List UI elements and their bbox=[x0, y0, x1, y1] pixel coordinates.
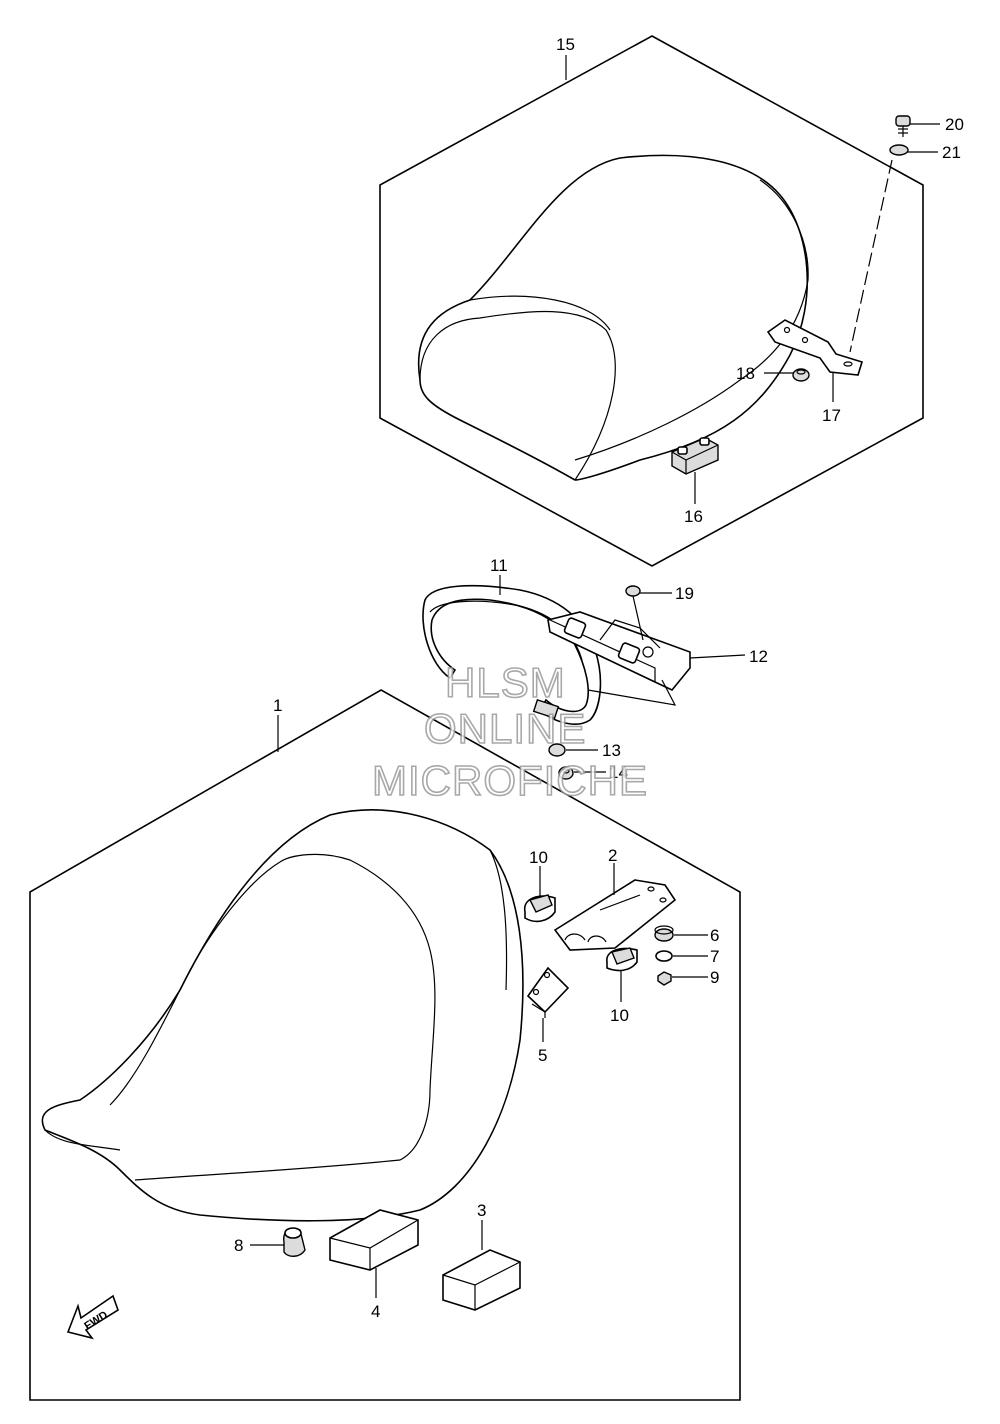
plate-2 bbox=[553, 879, 677, 951]
callout-10-upper: 10 bbox=[529, 848, 548, 867]
watermark: HLSM ONLINE MICROFICHE bbox=[371, 658, 648, 805]
rear-seat bbox=[417, 154, 809, 481]
block-4 bbox=[329, 1209, 419, 1271]
rubber-16 bbox=[671, 437, 719, 475]
callout-2: 2 bbox=[608, 846, 617, 865]
callout-7: 7 bbox=[710, 947, 719, 966]
callout-13: 13 bbox=[602, 741, 621, 760]
rubber-5 bbox=[526, 966, 570, 1018]
bracket-12 bbox=[547, 611, 691, 691]
rear-seat-group-outline bbox=[379, 35, 924, 567]
callout-4: 4 bbox=[371, 1302, 380, 1321]
washer-21 bbox=[889, 144, 909, 156]
leader-lines bbox=[250, 55, 940, 1298]
callout-3: 3 bbox=[477, 1201, 486, 1220]
clip-10-lower bbox=[606, 947, 638, 972]
callout-12: 12 bbox=[749, 647, 768, 666]
cushion-8 bbox=[283, 1227, 306, 1257]
clip-10-upper bbox=[524, 894, 556, 923]
callout-9: 9 bbox=[710, 968, 719, 987]
callout-20: 20 bbox=[945, 115, 964, 134]
bracket-17 bbox=[766, 319, 863, 376]
washer-7 bbox=[655, 950, 673, 962]
washer-13 bbox=[548, 743, 566, 757]
fwd-arrow: FWD bbox=[66, 1294, 119, 1340]
callout-15: 15 bbox=[556, 35, 575, 54]
front-seat bbox=[41, 809, 524, 1222]
callout-14: 14 bbox=[609, 763, 628, 782]
nut-18 bbox=[792, 368, 810, 382]
callout-5: 5 bbox=[538, 1046, 547, 1065]
callout-1: 1 bbox=[273, 696, 282, 715]
callout-labels: 15 20 21 18 17 16 11 19 12 13 14 1 10 2 … bbox=[234, 35, 964, 1321]
watermark-line-2: ONLINE bbox=[424, 705, 586, 752]
spacer-6 bbox=[654, 925, 674, 942]
front-seat-group-outline bbox=[29, 689, 741, 1401]
leader-dash-21-17 bbox=[849, 159, 893, 353]
strap-bracket-guide bbox=[587, 679, 677, 706]
block-3 bbox=[442, 1249, 521, 1311]
watermark-line-3: MICROFICHE bbox=[372, 757, 648, 804]
callout-8: 8 bbox=[234, 1236, 243, 1255]
callout-6: 6 bbox=[710, 926, 719, 945]
screw-19 bbox=[625, 585, 644, 641]
nut-14 bbox=[558, 766, 574, 780]
callout-19: 19 bbox=[675, 584, 694, 603]
callout-17: 17 bbox=[822, 406, 841, 425]
callout-10-lower: 10 bbox=[610, 1006, 629, 1025]
callout-11: 11 bbox=[490, 556, 508, 575]
callout-21: 21 bbox=[942, 143, 961, 162]
nut-9 bbox=[657, 971, 672, 986]
bolt-20 bbox=[895, 115, 911, 137]
watermark-line-1: HLSM bbox=[445, 659, 566, 706]
callout-16: 16 bbox=[684, 507, 703, 526]
callout-18: 18 bbox=[736, 364, 755, 383]
